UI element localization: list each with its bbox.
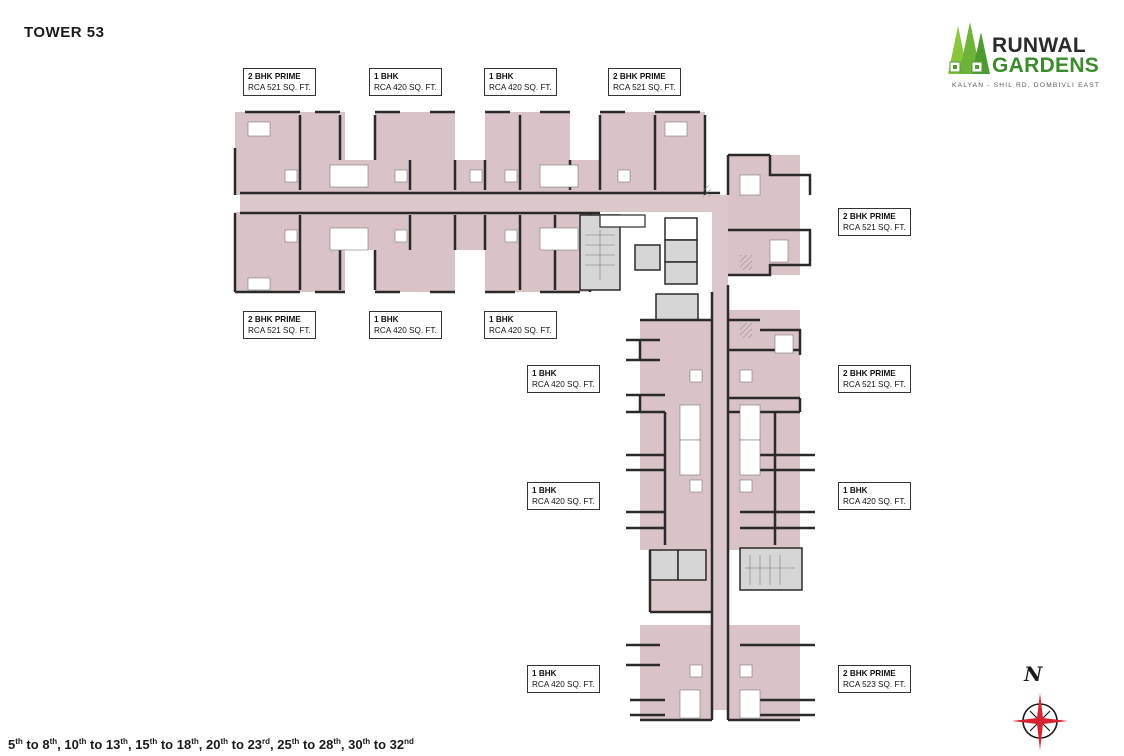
unit-label: 1 BHK RCA 420 SQ. FT. xyxy=(527,365,600,393)
unit-label: 2 BHK PRIME RCA 521 SQ. FT. xyxy=(838,365,911,393)
unit-area: RCA 420 SQ. FT. xyxy=(489,83,552,92)
unit-label: 1 BHK RCA 420 SQ. FT. xyxy=(369,68,442,96)
vertical-wing xyxy=(626,153,815,722)
unit-area: RCA 521 SQ. FT. xyxy=(248,83,311,92)
unit-area: RCA 521 SQ. FT. xyxy=(613,83,676,92)
unit-label: 1 BHK RCA 420 SQ. FT. xyxy=(527,665,600,693)
unit-label: 1 BHK RCA 420 SQ. FT. xyxy=(838,482,911,510)
unit-type: 1 BHK xyxy=(489,315,514,324)
unit-label: 2 BHK PRIME RCA 521 SQ. FT. xyxy=(243,311,316,339)
horizontal-wing xyxy=(233,110,725,323)
north-compass: N xyxy=(1010,660,1070,752)
unit-type: 2 BHK PRIME xyxy=(843,369,896,378)
unit-type: 1 BHK xyxy=(532,486,557,495)
unit-label: 2 BHK PRIME RCA 521 SQ. FT. xyxy=(608,68,681,96)
compass-rose-icon xyxy=(1012,693,1068,750)
unit-type: 1 BHK xyxy=(489,72,514,81)
unit-area: RCA 521 SQ. FT. xyxy=(843,380,906,389)
unit-type: 1 BHK xyxy=(532,669,557,678)
unit-type: 2 BHK PRIME xyxy=(613,72,666,81)
unit-type: 1 BHK xyxy=(843,486,868,495)
runwal-gardens-logo: RUNWAL GARDENS KALYAN - SHIL RD, DOMBIVL… xyxy=(944,22,1119,102)
logo-line2: GARDENS xyxy=(992,54,1100,77)
unit-type: 2 BHK PRIME xyxy=(248,315,301,324)
unit-area: RCA 420 SQ. FT. xyxy=(374,326,437,335)
unit-label: 2 BHK PRIME RCA 523 SQ. FT. xyxy=(838,665,911,693)
unit-area: RCA 521 SQ. FT. xyxy=(248,326,311,335)
unit-type: 1 BHK xyxy=(374,72,399,81)
unit-area: RCA 420 SQ. FT. xyxy=(489,326,552,335)
logo-tagline: KALYAN - SHIL RD, DOMBIVLI EAST xyxy=(952,82,1101,89)
trees-house-icon xyxy=(948,22,990,74)
unit-type: 2 BHK PRIME xyxy=(248,72,301,81)
unit-type: 1 BHK xyxy=(532,369,557,378)
unit-area: RCA 420 SQ. FT. xyxy=(532,380,595,389)
unit-area: RCA 523 SQ. FT. xyxy=(843,680,906,689)
unit-area: RCA 521 SQ. FT. xyxy=(843,223,906,232)
unit-label: 1 BHK RCA 420 SQ. FT. xyxy=(369,311,442,339)
unit-type: 2 BHK PRIME xyxy=(843,212,896,221)
unit-label: 2 BHK PRIME RCA 521 SQ. FT. xyxy=(838,208,911,236)
unit-area: RCA 420 SQ. FT. xyxy=(532,497,595,506)
page-title: TOWER 53 xyxy=(24,24,105,41)
logo-wordmark: RUNWAL GARDENS xyxy=(992,34,1100,77)
unit-label: 1 BHK RCA 420 SQ. FT. xyxy=(484,311,557,339)
logo-line1: RUNWAL xyxy=(992,34,1086,57)
unit-label: 1 BHK RCA 420 SQ. FT. xyxy=(484,68,557,96)
unit-type: 1 BHK xyxy=(374,315,399,324)
unit-label: 1 BHK RCA 420 SQ. FT. xyxy=(527,482,600,510)
unit-area: RCA 420 SQ. FT. xyxy=(532,680,595,689)
unit-area: RCA 420 SQ. FT. xyxy=(843,497,906,506)
applicable-floors: 5th to 8th, 10th to 13th, 15th to 18th, … xyxy=(8,737,414,752)
unit-type: 2 BHK PRIME xyxy=(843,669,896,678)
north-label: N xyxy=(1024,662,1043,686)
unit-label: 2 BHK PRIME RCA 521 SQ. FT. xyxy=(243,68,316,96)
unit-area: RCA 420 SQ. FT. xyxy=(374,83,437,92)
